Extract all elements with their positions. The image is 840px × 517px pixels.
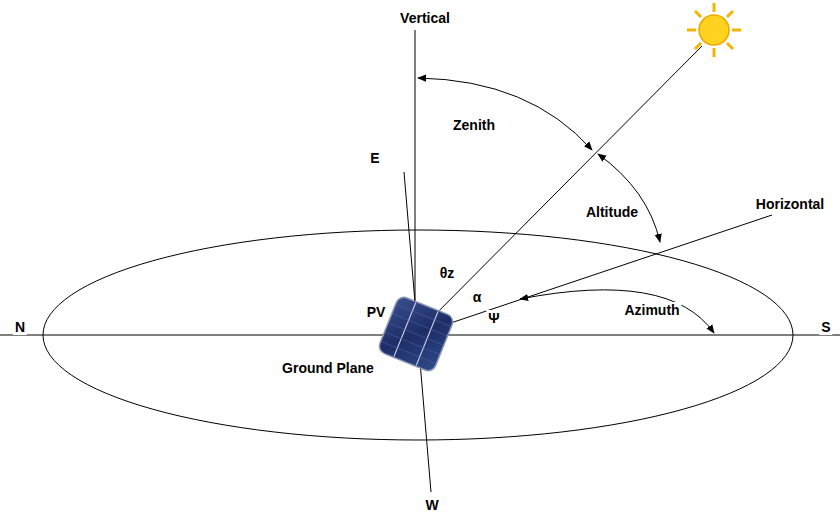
direction-label: W: [423, 497, 440, 513]
azimuth-arc: [520, 290, 714, 333]
angle-label: Zenith: [451, 117, 497, 133]
sun-symbol: [687, 3, 741, 57]
horizontal-line: [415, 215, 772, 335]
component-label: PV: [365, 304, 388, 320]
vertical-axis: [415, 30, 416, 335]
angle-label: Altitude: [584, 204, 640, 220]
axis-label: Horizontal: [754, 196, 826, 212]
direction-label: S: [819, 319, 832, 335]
axis-label: Vertical: [398, 10, 452, 26]
component-label: Ground Plane: [280, 360, 376, 376]
angle-symbol: Ψ: [486, 310, 501, 326]
angle-symbol: α: [471, 289, 484, 305]
sun-ray-line: [415, 46, 702, 335]
pv-cell: [377, 295, 455, 373]
angle-label: Azimuth: [622, 302, 681, 318]
angle-symbol: θz: [438, 265, 457, 281]
direction-label: E: [368, 150, 381, 166]
altitude-arc: [598, 154, 660, 242]
zenith-arc: [418, 78, 592, 150]
direction-label: N: [13, 319, 27, 335]
